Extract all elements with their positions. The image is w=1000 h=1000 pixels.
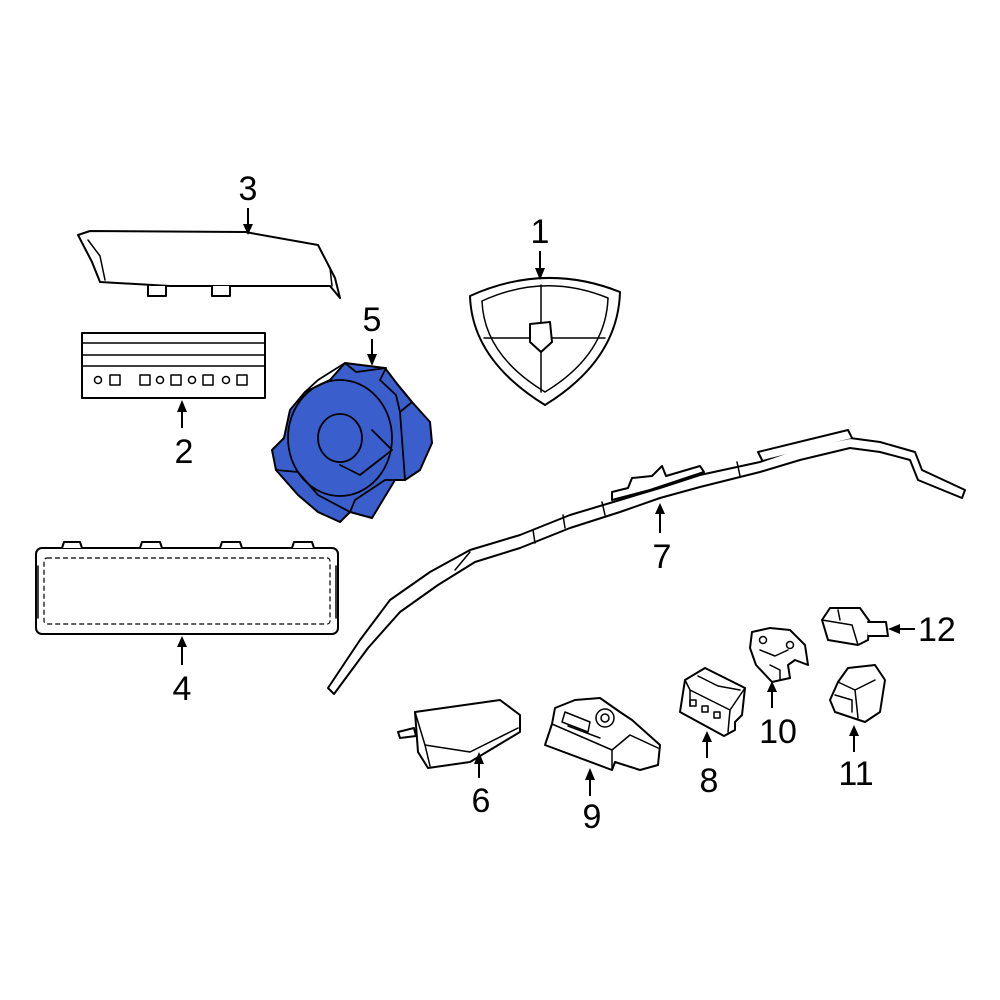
svg-text:3: 3	[239, 170, 258, 208]
svg-text:8: 8	[700, 762, 719, 800]
part-6-passenger-airbag[interactable]	[397, 699, 521, 769]
svg-text:9: 9	[583, 798, 602, 836]
callout-2: 2	[175, 400, 194, 471]
callout-4: 4	[173, 636, 192, 708]
callout-5: 5	[363, 301, 382, 366]
part-2-switch-panel[interactable]	[81, 332, 266, 399]
callout-7: 7	[653, 503, 672, 576]
svg-text:5: 5	[363, 301, 382, 339]
svg-text:6: 6	[472, 782, 491, 820]
svg-text:7: 7	[653, 538, 672, 576]
callout-1: 1	[531, 213, 550, 280]
svg-text:1: 1	[531, 213, 550, 251]
callout-9: 9	[583, 768, 602, 836]
part-4-knee-airbag[interactable]	[35, 541, 339, 635]
part-3-upper-trim[interactable]	[77, 230, 341, 299]
part-7-curtain-airbag[interactable]	[327, 429, 966, 695]
part-1-driver-airbag[interactable]	[469, 276, 621, 406]
part-10-impact-sensor[interactable]	[749, 627, 809, 683]
svg-text:11: 11	[838, 755, 873, 793]
part-12-front-sensor[interactable]	[821, 607, 889, 646]
callout-3: 3	[239, 170, 258, 235]
part-11-side-sensor[interactable]	[829, 664, 886, 723]
callout-12: 12	[888, 611, 956, 649]
svg-text:2: 2	[175, 433, 194, 471]
callout-6: 6	[472, 752, 491, 820]
callout-8: 8	[700, 731, 719, 800]
part-9-control-module[interactable]	[544, 697, 661, 771]
callout-11: 11	[838, 725, 874, 793]
svg-text:12: 12	[918, 611, 956, 649]
svg-text:4: 4	[173, 670, 192, 708]
svg-text:10: 10	[759, 713, 797, 751]
callout-10: 10	[759, 681, 797, 751]
part-8-sensor-unit[interactable]	[679, 667, 746, 737]
part-5-clockspring-highlighted[interactable]	[271, 362, 433, 523]
